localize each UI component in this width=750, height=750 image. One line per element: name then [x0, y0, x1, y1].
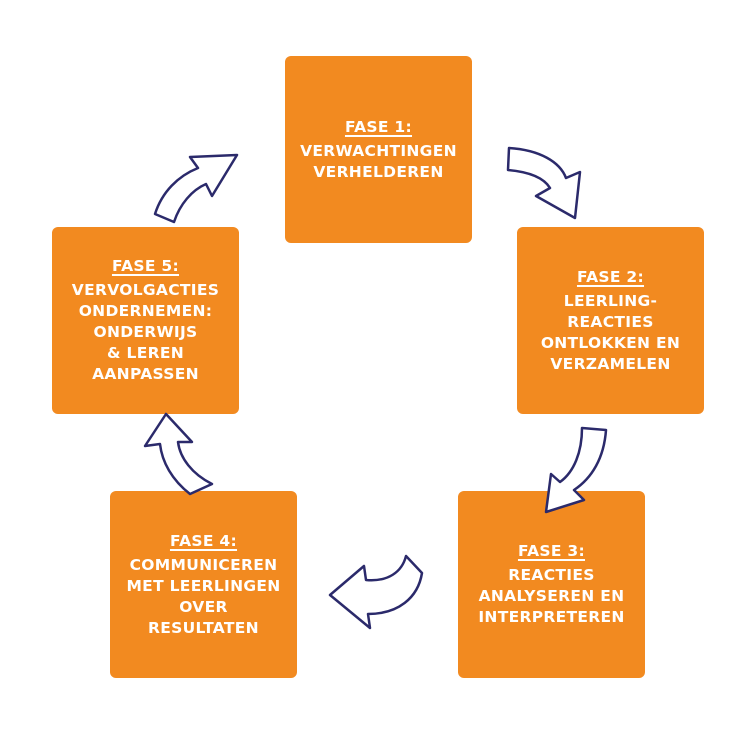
phase-2-line-2: REACTIES — [567, 312, 654, 331]
phase-3-box: FASE 3: REACTIES ANALYSEREN EN INTERPRET… — [458, 491, 645, 678]
phase-3-title: FASE 3: — [517, 542, 586, 560]
phase-5-title: FASE 5: — [111, 257, 180, 275]
curved-arrow-icon — [143, 412, 214, 496]
phase-2-title: FASE 2: — [576, 267, 645, 286]
phase-4-line-3: OVER — [179, 597, 228, 616]
phase-4-line-4: RESULTATEN — [148, 618, 259, 637]
phase-5-line-3: ONDERWIJS — [93, 323, 198, 341]
phase-4-box: FASE 4: COMMUNICEREN MET LEERLINGEN OVER… — [110, 491, 297, 678]
phase-4-line-1: COMMUNICEREN — [129, 555, 278, 574]
phase-1-line-2: VERHELDEREN — [313, 162, 444, 181]
curved-arrow-icon — [506, 146, 582, 220]
phase-4-line-2: MET LEERLINGEN — [126, 576, 281, 595]
phase-1-title: FASE 1: — [344, 117, 413, 136]
phase-2-box: FASE 2: LEERLING- REACTIES ONTLOKKEN EN … — [517, 227, 704, 414]
phase-5-line-2: ONDERNEMEN: — [78, 302, 213, 320]
phase-3-line-3: INTERPRETEREN — [478, 608, 625, 626]
phase-5-box: FASE 5: VERVOLGACTIES ONDERNEMEN: ONDERW… — [52, 227, 239, 414]
phase-1-box: FASE 1: VERWACHTINGEN VERHELDEREN — [285, 56, 472, 243]
curved-arrow-icon — [328, 554, 424, 630]
phase-5-line-5: AANPASSEN — [92, 365, 199, 383]
phase-5-line-4: & LEREN — [107, 344, 184, 362]
phase-2-line-3: ONTLOKKEN EN — [540, 333, 681, 352]
phase-2-line-4: VERZAMELEN — [550, 354, 671, 373]
phase-2-line-1: LEERLING- — [563, 291, 658, 310]
phase-5-line-1: VERVOLGACTIES — [71, 281, 220, 299]
phase-3-line-2: ANALYSEREN EN — [478, 587, 625, 605]
curved-arrow-icon — [153, 153, 239, 224]
phase-3-line-1: REACTIES — [508, 566, 595, 584]
phase-1-line-1: VERWACHTINGEN — [300, 141, 457, 160]
phase-4-title: FASE 4: — [169, 531, 238, 550]
